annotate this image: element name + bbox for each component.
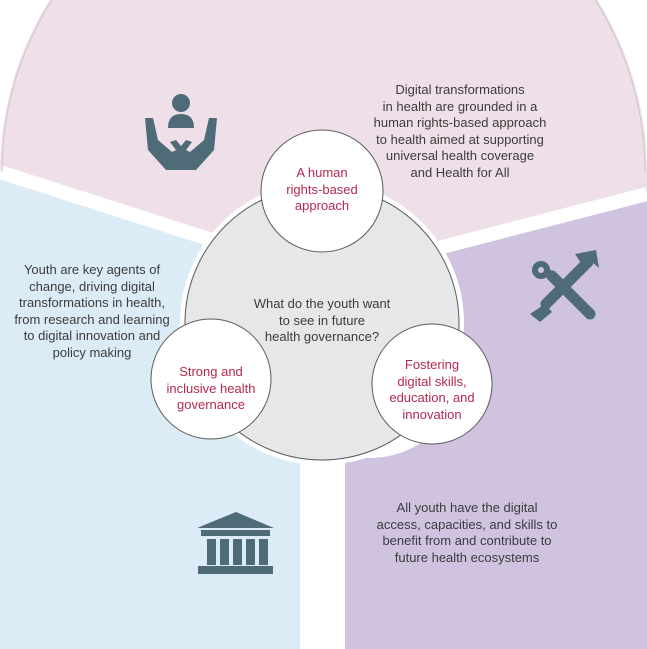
- segment-left: [0, 172, 300, 649]
- pillar-human-rights: A human rights-based approach: [286, 165, 358, 213]
- pillar-governance: Strong and inclusive health governance: [166, 364, 256, 412]
- institution-building-icon: [197, 512, 274, 574]
- segment-right: [345, 194, 647, 649]
- center-question: What do the youth want to see in future …: [253, 296, 391, 344]
- pillar-digital-skills: Fostering digital skills, education, and…: [389, 357, 475, 422]
- segment-top-description: Digital transformations in health are gr…: [373, 82, 547, 180]
- segment-left-description: Youth are key agents of change, driving …: [14, 262, 170, 360]
- tools-wrench-screwdriver-icon: [530, 250, 599, 322]
- segment-right-description: All youth have the digital access, capac…: [376, 500, 558, 565]
- hands-holding-person-icon: [145, 94, 217, 170]
